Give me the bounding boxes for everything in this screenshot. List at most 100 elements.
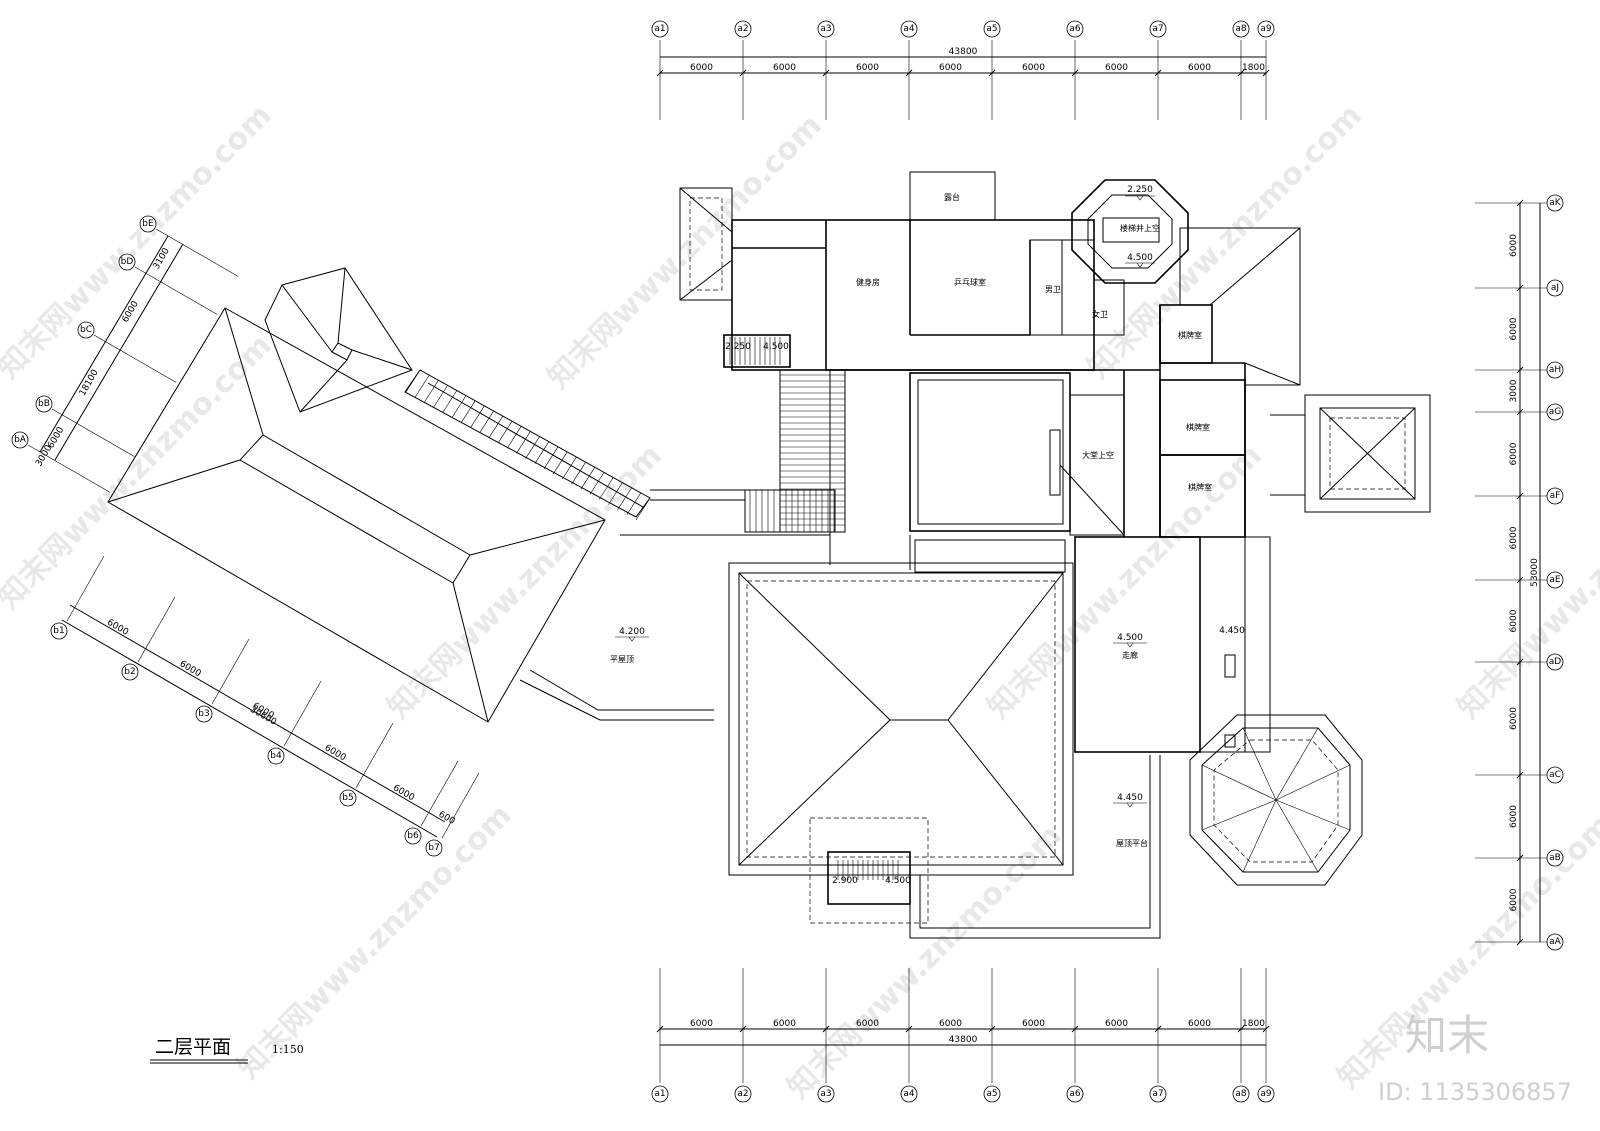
watermark-7: 知末网www.znzmo.com	[1451, 438, 1600, 726]
room-labels: 露台 健身房 乒乓球室 楼梯井上空 男卫 女卫 棋牌室 棋牌室 棋牌室 大堂上空…	[610, 192, 1212, 848]
room-balcony: 露台	[944, 192, 960, 202]
rot-bottom-span-5: 6000	[391, 783, 416, 803]
right-span-4: 6000	[1509, 442, 1519, 465]
rot-left-span-5: 3000	[34, 443, 54, 468]
right-axis-label-aF: aF	[1550, 491, 1561, 501]
bottom-axis-label-a9: a9	[1260, 1089, 1272, 1099]
rot-axis-label-b7: b7	[428, 843, 439, 853]
bottom-axis-label-a7: a7	[1152, 1089, 1163, 1099]
top-axis-a1	[651, 20, 669, 38]
rot-axis-b7	[425, 839, 443, 857]
rot-axis-bC	[77, 321, 95, 339]
top-axis-label-a9: a9	[1260, 24, 1272, 34]
right-span-6: 6000	[1509, 609, 1519, 632]
bottom-span-7: 6000	[1188, 1019, 1211, 1029]
right-axis-aB	[1546, 849, 1564, 867]
right-axis-aD	[1546, 653, 1564, 671]
right-axis-label-aE: aE	[1549, 575, 1561, 585]
bottom-axis-label-a3: a3	[820, 1089, 831, 1099]
right-span-8: 6000	[1509, 805, 1519, 828]
top-span-5: 6000	[1022, 63, 1045, 73]
bottom-axis-a3	[817, 1085, 835, 1103]
rot-axis-label-bB: bB	[38, 399, 50, 409]
top-axis-label-a4: a4	[903, 24, 915, 34]
rot-axis-label-bE: bE	[142, 219, 154, 229]
rot-axis-bE	[139, 215, 157, 233]
watermark-2: 知末网www.znzmo.com	[541, 108, 829, 396]
top-axis-a7	[1149, 20, 1167, 38]
bottom-axis-a2	[734, 1085, 752, 1103]
bottom-axis-a4	[900, 1085, 918, 1103]
rot-axis-label-bC: bC	[80, 325, 92, 335]
rot-axis-label-b2: b2	[124, 667, 135, 677]
main-building	[620, 171, 1431, 939]
room-flat-roof: 平屋顶	[610, 655, 634, 664]
rot-axis-b6	[404, 827, 422, 845]
right-span-2: 6000	[1509, 317, 1519, 340]
level-marks: 2.250 4.500 2.250 4.500 4.200 4.500 4.45…	[615, 185, 1245, 886]
top-span-4: 6000	[939, 63, 962, 73]
rot-axis-label-b1: b1	[53, 626, 64, 636]
rot-axis-b3	[195, 705, 213, 723]
top-span-6: 6000	[1105, 63, 1128, 73]
rot-axis-label-bD: bD	[121, 257, 134, 267]
rot-bottom-span-1: 6000	[105, 618, 130, 638]
level-6: 4.500	[1117, 633, 1143, 643]
right-axis-aA	[1546, 933, 1564, 951]
rot-axis-label-b5: b5	[342, 793, 353, 803]
top-axis-a2	[734, 20, 752, 38]
top-axis-label-a1: a1	[654, 24, 665, 34]
level-10: 4.500	[885, 876, 911, 886]
rot-axis-b1	[50, 622, 68, 640]
bottom-span-6: 6000	[1105, 1019, 1128, 1029]
right-span-3: 3000	[1509, 379, 1519, 402]
right-span-7: 6000	[1509, 707, 1519, 730]
bottom-axis-a8	[1232, 1085, 1250, 1103]
top-span-3: 6000	[856, 63, 879, 73]
top-total: 43800	[949, 47, 978, 57]
watermark-9: 知末网www.znzmo.com	[781, 818, 1069, 1106]
room-gym: 健身房	[856, 277, 880, 287]
room-roof-terrace: 屋顶平台	[1116, 838, 1148, 848]
room-female-wc: 女卫	[1092, 309, 1108, 319]
rot-bottom-span-2: 6000	[178, 659, 203, 679]
rot-axis-label-bA: bA	[14, 435, 27, 445]
level-8: 4.450	[1117, 793, 1143, 803]
right-axis-aH	[1546, 361, 1564, 379]
top-axis-label-a8: a8	[1235, 24, 1247, 34]
right-axis-aG	[1546, 403, 1564, 421]
bottom-axis-label-a4: a4	[903, 1089, 915, 1099]
right-axis-aJ	[1546, 279, 1564, 297]
top-axis-a4	[900, 20, 918, 38]
top-axis-a8	[1232, 20, 1250, 38]
top-axis-label-a2: a2	[737, 24, 748, 34]
bottom-axis-label-a2: a2	[737, 1089, 748, 1099]
bottom-span-3: 6000	[856, 1019, 879, 1029]
level-2: 4.500	[1127, 253, 1153, 263]
bottom-axis-label-a1: a1	[654, 1089, 665, 1099]
watermark-4: 知末网www.znzmo.com	[0, 328, 279, 616]
top-axis-a6	[1066, 20, 1084, 38]
bottom-axis-a9	[1257, 1085, 1275, 1103]
right-axis-label-aK: aK	[1549, 198, 1562, 208]
room-chess-3: 棋牌室	[1188, 482, 1212, 492]
rot-axis-label-b6: b6	[407, 831, 419, 841]
top-axis-label-a5: a5	[986, 24, 997, 34]
right-span-9: 6000	[1509, 888, 1519, 911]
top-axis-a5	[983, 20, 1001, 38]
rot-axis-label-b4: b4	[270, 751, 282, 761]
bottom-axis-a7	[1149, 1085, 1167, 1103]
top-span-2: 6000	[773, 63, 796, 73]
right-axis-label-aC: aC	[1549, 770, 1561, 780]
level-1: 2.250	[1127, 185, 1153, 195]
room-chess-2: 棋牌室	[1186, 422, 1210, 432]
bottom-total: 43800	[949, 1035, 978, 1045]
rot-axis-bD	[118, 253, 136, 271]
right-axis-aF	[1546, 487, 1564, 505]
right-axis-label-aA: aA	[1549, 937, 1562, 947]
right-total: 53000	[1530, 558, 1540, 587]
rot-axis-label-b3: b3	[198, 709, 209, 719]
